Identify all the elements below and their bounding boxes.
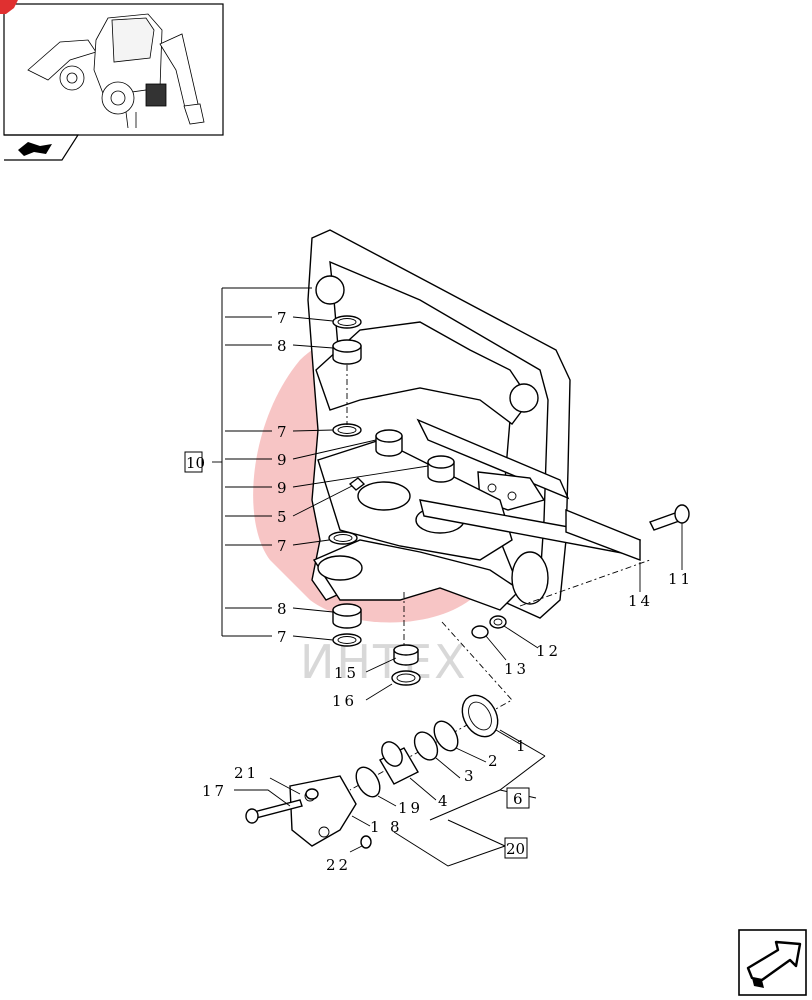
book-icon	[18, 142, 52, 156]
callout-18-part2: 8	[390, 818, 403, 836]
backhoe-loader-icon	[27, 13, 205, 129]
box-ref-10-label: 10	[186, 454, 205, 472]
callout-labels: 7 8 7 9 9 5 7 8 7 11 14 12 13 15 16 1 2 …	[202, 309, 693, 874]
callout-3: 3	[464, 767, 477, 785]
callout-18-part1: 1	[370, 818, 383, 836]
thumbnail-panel[interactable]	[0, 0, 224, 161]
box-ref-6[interactable]: 6	[506, 787, 530, 809]
next-page-button[interactable]	[738, 929, 807, 996]
watermark-text: ИНТЕХ	[300, 635, 468, 689]
callout-5: 5	[277, 508, 290, 526]
callout-7: 7	[277, 423, 290, 441]
box-ref-10[interactable]: 10	[184, 451, 205, 473]
callout-7: 7	[277, 537, 290, 555]
main-frame[interactable]	[307, 229, 641, 619]
callout-2: 2	[488, 752, 501, 770]
callout-4: 4	[438, 792, 451, 810]
callout-8: 8	[277, 600, 290, 618]
callout-14: 14	[628, 592, 653, 610]
callout-13: 13	[504, 660, 529, 678]
callout-9: 9	[277, 479, 290, 497]
bracket-and-bolt[interactable]	[471, 504, 690, 639]
pivot-components[interactable]	[328, 315, 455, 686]
cylinder-assembly[interactable]	[245, 621, 513, 849]
callout-19: 19	[398, 799, 423, 817]
callout-21: 21	[234, 764, 259, 782]
callout-12: 12	[536, 642, 561, 660]
callout-16: 16	[332, 692, 357, 710]
leader-lines	[212, 287, 683, 867]
callout-1: 1	[516, 737, 529, 755]
box-ref-20[interactable]: 20	[504, 837, 528, 859]
callout-7: 7	[277, 628, 290, 646]
callout-17: 17	[202, 782, 227, 800]
box-ref-20-label: 20	[506, 840, 525, 858]
callout-9: 9	[277, 451, 290, 469]
callout-7: 7	[277, 309, 290, 327]
callout-8: 8	[277, 337, 290, 355]
box-ref-6-label: 6	[513, 790, 523, 808]
callout-15: 15	[334, 664, 359, 682]
next-page-arrow-icon	[746, 940, 802, 988]
callout-11: 11	[668, 570, 693, 588]
callout-22: 22	[326, 856, 351, 874]
